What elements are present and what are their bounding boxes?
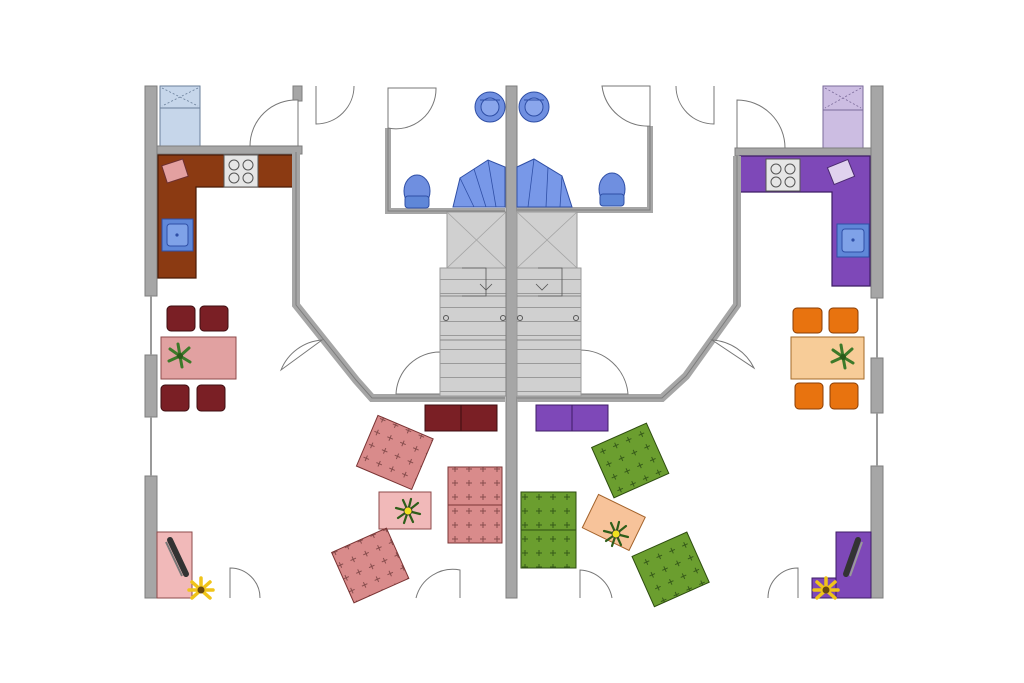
door-swing-icon	[279, 339, 324, 372]
left-outer-wall-mid	[144, 354, 158, 418]
plant-icon	[602, 520, 630, 548]
left-desk	[156, 531, 193, 599]
stove-icon	[765, 158, 801, 192]
right-dining-chair	[828, 307, 859, 334]
right-armchair	[631, 531, 710, 608]
door-swing-icon	[767, 567, 799, 599]
right-pantry	[822, 85, 864, 149]
door-swing-icon	[736, 99, 786, 149]
right-dining-table	[790, 336, 865, 380]
left-lounge-chair	[355, 414, 434, 491]
sink-icon	[161, 218, 194, 252]
flower-icon	[187, 576, 215, 600]
shower-icon	[516, 158, 573, 208]
door-swing-icon	[579, 349, 629, 395]
door-swing-icon	[395, 351, 441, 395]
left-sofa	[447, 466, 503, 544]
right-outer-wall-mid	[870, 357, 884, 414]
right-sofa	[520, 491, 577, 569]
party-wall	[505, 85, 518, 599]
stove-icon	[223, 154, 259, 188]
sink-icon	[474, 91, 506, 123]
right-outer-wall-bottom	[870, 465, 884, 599]
right-lounge-chair	[590, 422, 670, 499]
left-outer-wall-bottom	[144, 475, 158, 599]
right-coffee-table	[581, 493, 646, 552]
desk-chair-icon	[843, 537, 863, 577]
desk-chair-icon	[165, 537, 189, 577]
left-dining-chair	[160, 384, 190, 412]
sink-icon	[518, 91, 550, 123]
toilet-icon	[598, 172, 626, 207]
door-swing-icon	[387, 87, 437, 130]
door-swing-icon	[415, 568, 461, 599]
right-kitchen-wall	[734, 147, 872, 157]
left-pantry	[159, 85, 201, 147]
left-dining-chair	[196, 384, 226, 412]
plant-icon	[167, 342, 192, 369]
sink-icon	[836, 223, 870, 258]
door-swing-icon	[315, 85, 355, 125]
right-dining-chair	[794, 382, 824, 410]
shower-icon	[452, 159, 506, 208]
toilet-icon	[403, 174, 431, 209]
right-outer-wall-top	[870, 85, 884, 299]
right-cutting-board	[826, 158, 856, 186]
right-dining-chair	[829, 382, 859, 410]
left-dining-chair	[166, 305, 196, 332]
plant-icon	[830, 343, 855, 370]
right-unit	[516, 85, 884, 608]
left-kitchen-wall	[156, 145, 303, 155]
left-entry-wall	[292, 85, 303, 102]
door-swing-icon	[229, 567, 261, 599]
left-dining-chair	[199, 305, 229, 332]
left-outer-wall-top	[144, 85, 158, 297]
left-armchair	[330, 527, 410, 604]
left-cutting-board	[161, 158, 189, 184]
door-swing-icon	[710, 339, 756, 370]
door-swing-icon	[675, 85, 715, 125]
door-swing-icon	[601, 85, 651, 127]
plant-icon	[394, 497, 422, 525]
right-dining-chair	[792, 307, 823, 334]
door-swing-icon	[249, 99, 299, 147]
door-swing-icon	[579, 569, 613, 599]
flower-icon	[812, 576, 840, 600]
left-unit	[144, 85, 507, 604]
